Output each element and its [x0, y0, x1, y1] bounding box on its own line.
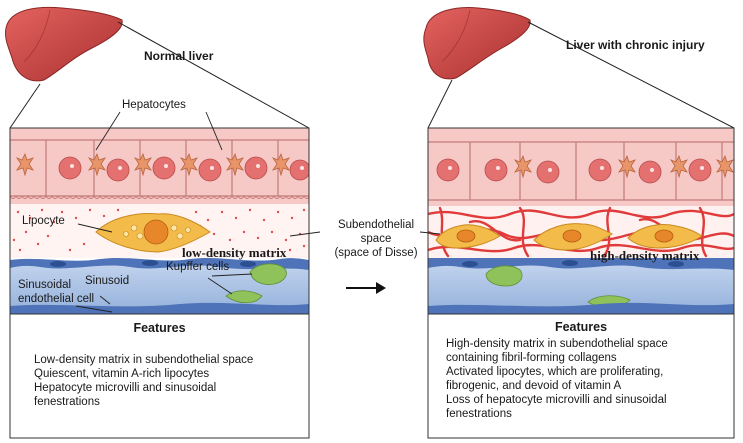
endothelial-lining	[10, 257, 309, 270]
normal-liver-title: Normal liver	[144, 49, 214, 63]
kupffer-cells-label: Kupffer cells	[166, 261, 230, 273]
feature-item: High-density matrix in subendothelial sp…	[446, 338, 668, 350]
low-density-matrix	[12, 208, 306, 252]
feature-item: Activated lipocytes, which are prolifera…	[446, 366, 664, 378]
feature-item: containing fibril-forming collagens	[446, 352, 617, 364]
feature-item: fenestrations	[446, 408, 512, 420]
subendothelial-label-line3: (space of Disse)	[326, 247, 426, 259]
lipocyte-label: Lipocyte	[22, 215, 65, 227]
feature-item: Low-density matrix in subendothelial spa…	[34, 354, 254, 366]
high-density-matrix-label: high-density matrix	[590, 248, 700, 263]
lipocyte-cell	[95, 213, 211, 253]
injured-liver-panel	[427, 127, 735, 439]
feature-item: Quiescent, vitamin A-rich lipocytes	[34, 368, 210, 380]
subendothelial-label-line1: Subendothelial	[326, 219, 426, 231]
normal-liver-panel	[9, 127, 310, 439]
hepatocytes-label: Hepatocytes	[122, 99, 186, 111]
zoom-lines-left	[9, 21, 310, 129]
feature-item: fenestrations	[34, 396, 100, 408]
normal-features-heading: Features	[133, 321, 186, 335]
feature-item: fibrogenic, and devoid of vitamin A	[446, 380, 622, 392]
injured-features-box	[427, 313, 735, 439]
feature-item: Hepatocyte microvilli and sinusoidal	[34, 382, 217, 394]
normal-liver-icon	[5, 6, 123, 82]
kupffer-cells	[225, 263, 287, 304]
injured-features-heading: Features	[554, 320, 608, 334]
transition-arrow	[346, 282, 386, 294]
sinusoid-label: Sinusoid	[85, 275, 130, 287]
feature-item: Loss of hepatocyte microvilli and sinuso…	[446, 394, 667, 406]
low-density-matrix-label: low-density matrix	[182, 245, 287, 260]
injured-features-list: High-density matrix in subendothelial sp…	[446, 337, 668, 421]
endothelial-label-line2: endothelial cell	[18, 293, 95, 305]
zoom-lines-right	[427, 21, 735, 129]
injured-liver-icon	[423, 7, 531, 80]
endothelial-label-line1: Sinusoidal	[18, 279, 72, 291]
normal-features-list: Low-density matrix in subendothelial spa…	[34, 353, 253, 409]
leader-lines	[75, 111, 441, 313]
normal-features-box	[9, 313, 310, 439]
injured-liver-title: Liver with chronic injury	[566, 38, 705, 52]
hepatocyte-layer-injured	[428, 128, 734, 208]
subendothelial-label-line2: space	[326, 233, 426, 245]
